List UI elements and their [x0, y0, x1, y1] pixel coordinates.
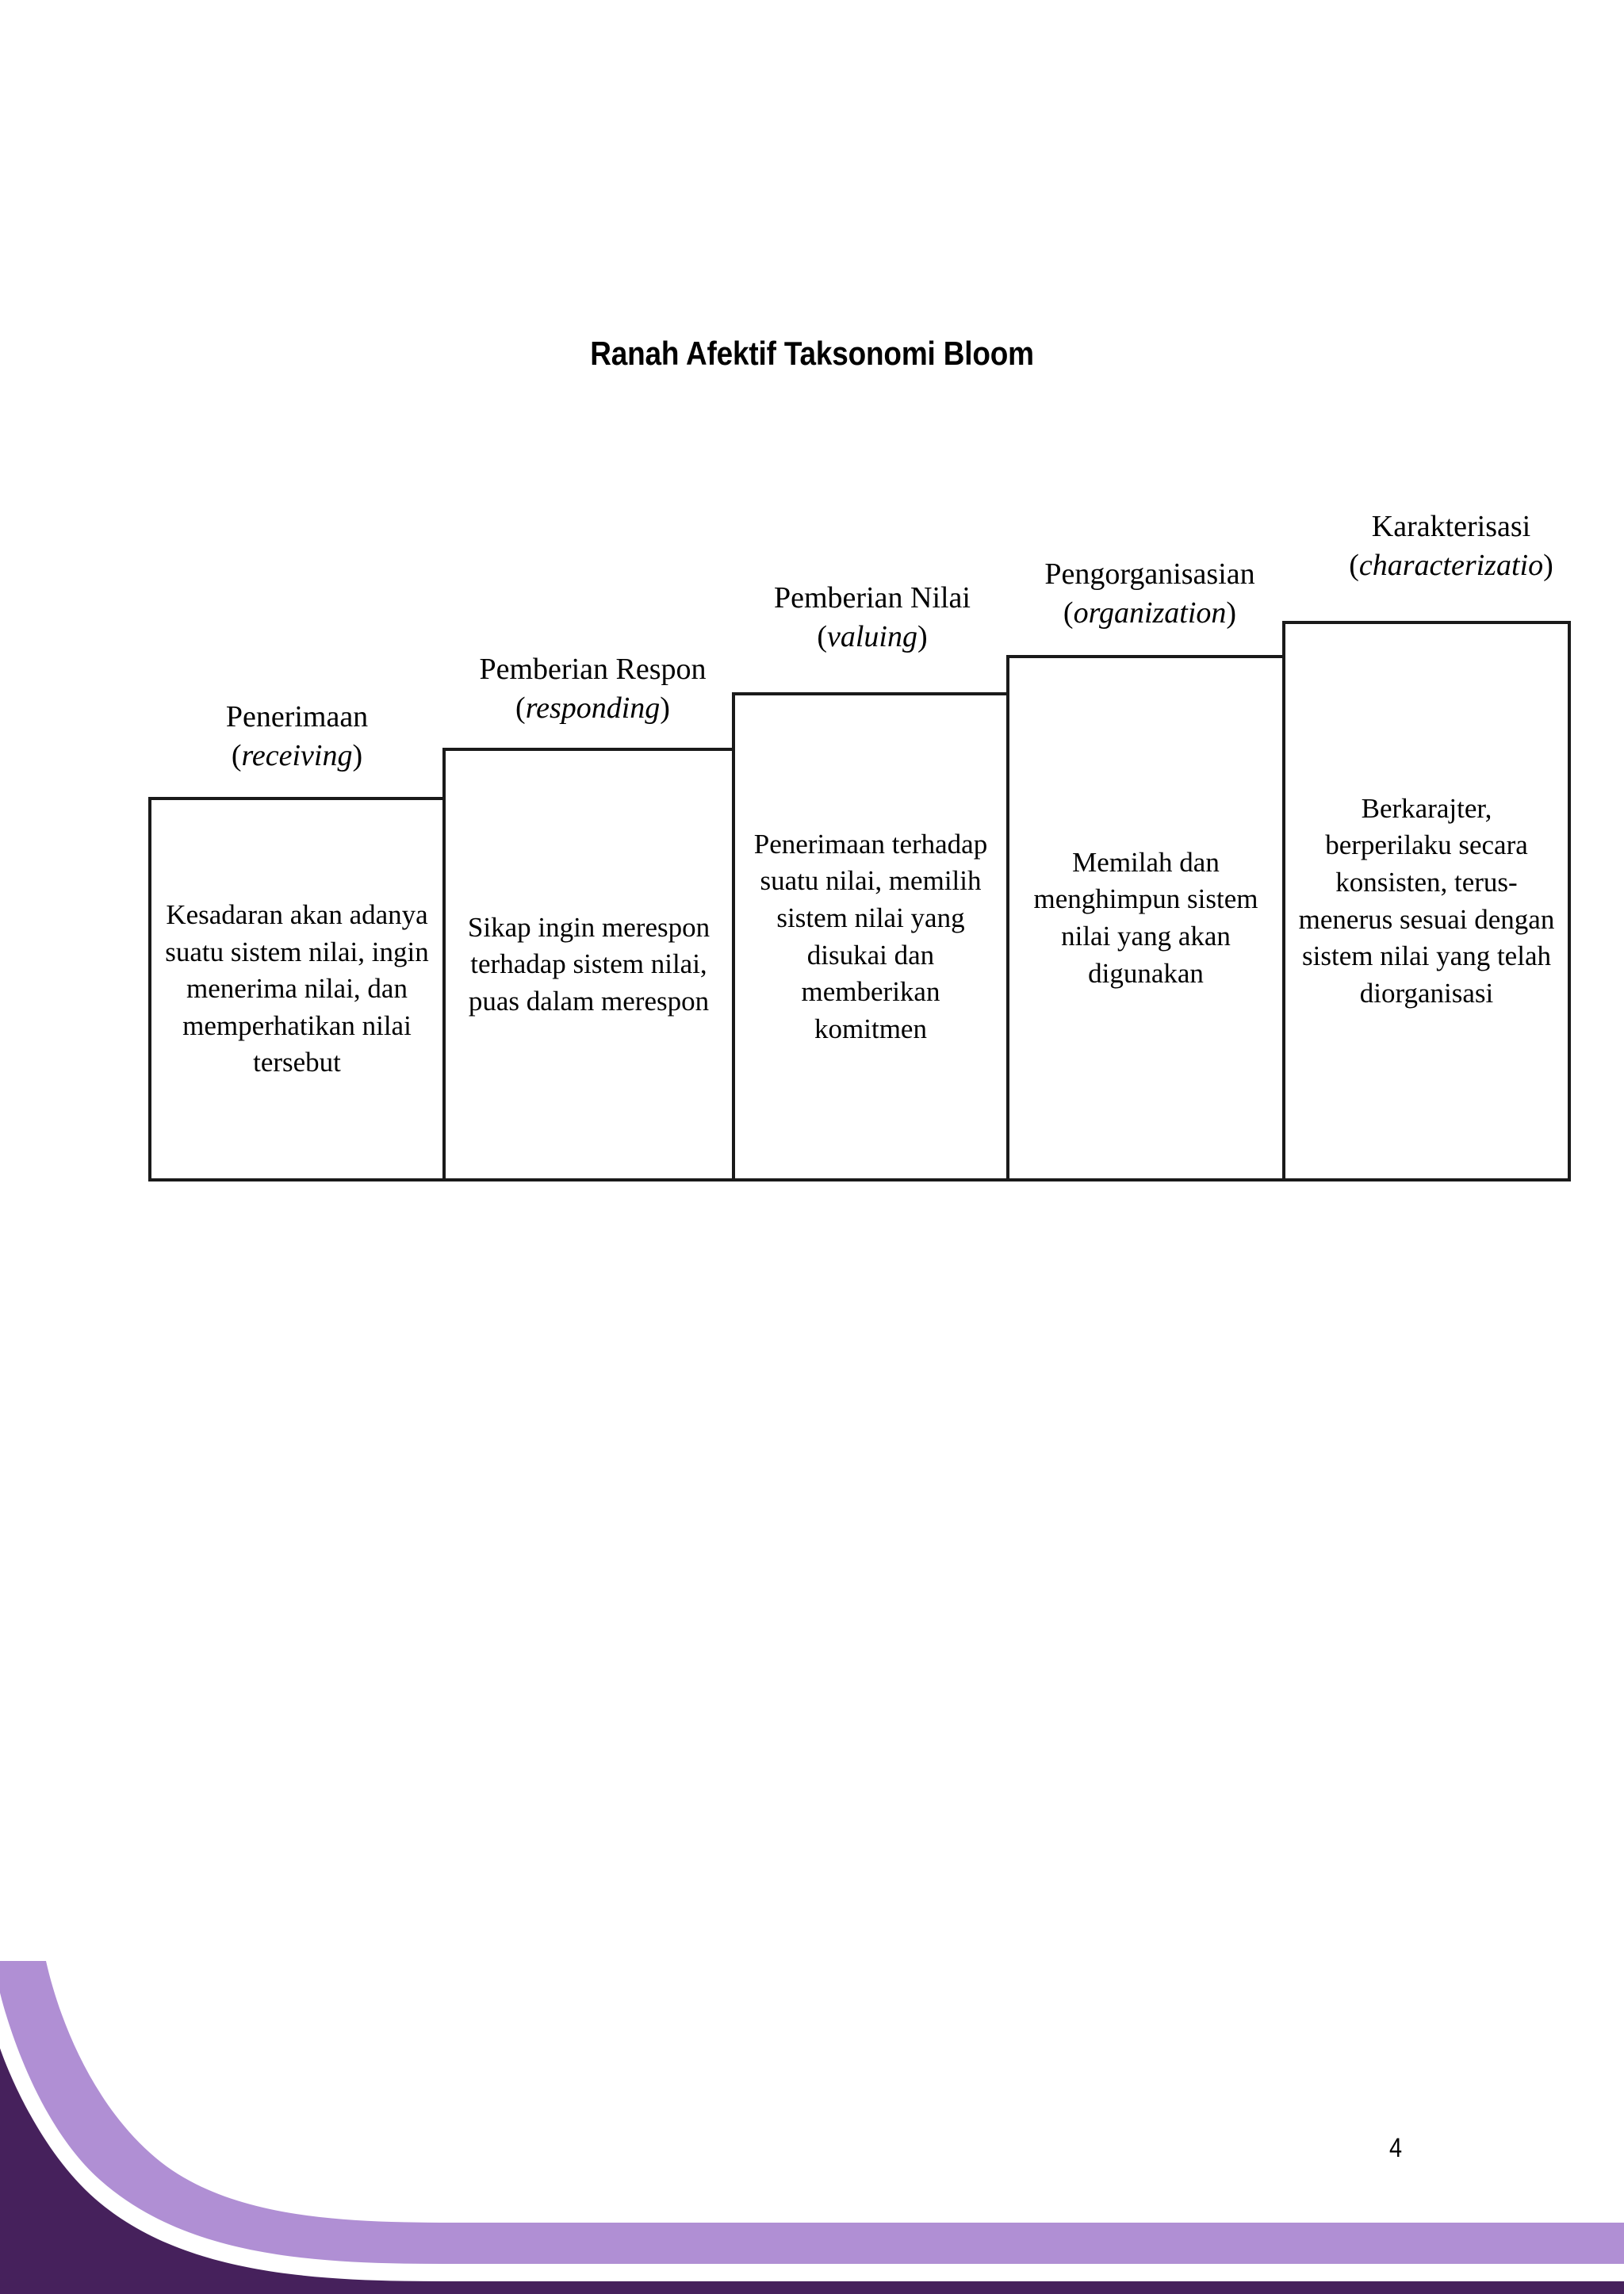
page-title: Ranah Afektif Taksonomi Bloom	[590, 335, 1034, 372]
step-label-2: Pemberian Respon (responding)	[373, 650, 813, 729]
step-term-3: Pemberian Nilai	[774, 581, 971, 615]
step-box-3[interactable]: Penerimaan terhadap suatu nilai, memilih…	[732, 692, 1009, 1181]
step-box-4[interactable]: Memilah dan menghimpun sistem nilai yang…	[1006, 655, 1285, 1181]
step-term-5: Karakterisasi	[1371, 510, 1531, 543]
bloom-affective-taxonomy-diagram: Penerimaan (receiving) Kesadaran akan ad…	[69, 507, 1624, 1181]
step-english-1-open: (	[231, 739, 242, 773]
step-english-5-open: (	[1349, 549, 1359, 583]
step-label-5: Karakterisasi (characterizatio)	[1269, 507, 1624, 586]
step-body-2: Sikap ingin merespon terhadap sistem nil…	[467, 911, 710, 1017]
step-box-1[interactable]: Kesadaran akan adanya suatu sistem nilai…	[148, 797, 446, 1181]
page-number: 4	[1388, 2133, 1403, 2163]
step-body-5: Berkarajter, berperilaku secara konsiste…	[1298, 792, 1555, 1009]
step-english-3-close: )	[917, 620, 928, 654]
step-body-1: Kesadaran akan adanya suatu sistem nilai…	[165, 899, 429, 1078]
step-english-2-open: (	[515, 691, 526, 726]
step-box-5[interactable]: Berkarajter, berperilaku secara konsiste…	[1282, 621, 1571, 1181]
step-label-3: Pemberian Nilai (valuing)	[678, 579, 1067, 657]
footer-decoration	[0, 1961, 1624, 2294]
step-english-3: valuing	[827, 620, 917, 654]
step-english-2: responding	[525, 691, 661, 726]
step-term-2: Pemberian Respon	[479, 653, 707, 686]
step-term-4: Pengorganisasian	[1044, 557, 1255, 591]
step-english-1: receiving	[241, 739, 353, 773]
step-english-4: organization	[1073, 596, 1227, 630]
footer-dark-curve	[0, 2048, 1624, 2294]
step-english-4-close: )	[1226, 596, 1237, 630]
footer-light-curve	[0, 1961, 1624, 2264]
step-english-5: characterizatio	[1358, 549, 1544, 583]
step-english-4-open: (	[1063, 596, 1074, 630]
step-english-2-close: )	[660, 691, 670, 726]
step-box-2[interactable]: Sikap ingin merespon terhadap sistem nil…	[442, 748, 735, 1181]
step-term-1: Penerimaan	[225, 700, 369, 733]
step-body-4: Memilah dan menghimpun sistem nilai yang…	[1033, 846, 1258, 989]
step-english-5-close: )	[1543, 549, 1553, 583]
step-label-4: Pengorganisasian (organization)	[963, 555, 1336, 634]
step-english-1-close: )	[352, 739, 363, 773]
step-english-3-open: (	[817, 620, 827, 654]
step-body-3: Penerimaan terhadap suatu nilai, memilih…	[753, 828, 988, 1044]
step-label-1: Penerimaan (receiving)	[69, 698, 525, 776]
